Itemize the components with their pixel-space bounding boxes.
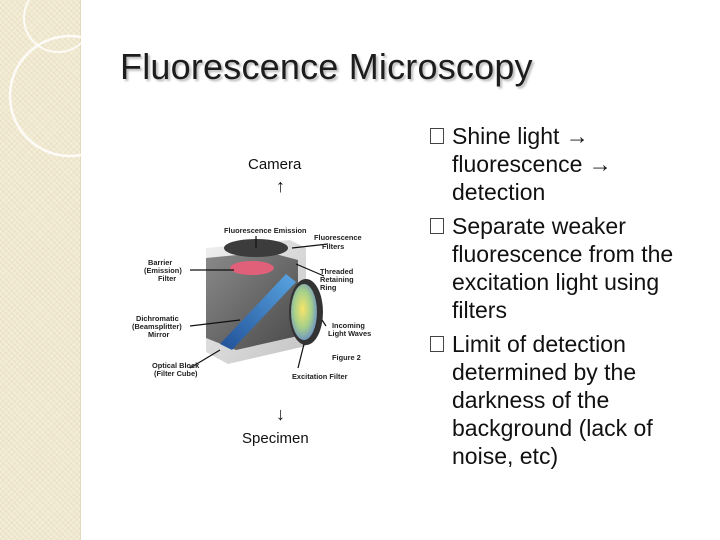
- excitation-filter-disc: [291, 284, 317, 340]
- label-optical-2: (Filter Cube): [154, 369, 198, 378]
- specimen-label: Specimen: [242, 430, 309, 447]
- bullet-text: Separate weaker fluorescence from the ex…: [452, 213, 674, 323]
- square-bullet-icon: [430, 128, 444, 144]
- label-filters-1: Fluorescence: [314, 233, 362, 242]
- bullet-item: Shine light → fluorescence → detection: [428, 122, 710, 206]
- camera-label: Camera: [248, 156, 302, 173]
- label-threaded-2: Retaining: [320, 275, 354, 284]
- square-bullet-icon: [430, 336, 444, 352]
- label-barrier-1: Barrier: [148, 258, 172, 267]
- up-arrow-icon: ↑: [276, 176, 285, 196]
- bullet-list: Shine light → fluorescence → detection S…: [428, 122, 710, 476]
- dichromatic-mirror-beam: [220, 274, 296, 350]
- label-dichromatic-3: Mirror: [148, 330, 169, 339]
- label-filters-2: Filters: [322, 242, 344, 251]
- side-decoration-strip: [0, 0, 81, 540]
- down-arrow-icon: ↓: [276, 404, 285, 424]
- square-bullet-icon: [430, 218, 444, 234]
- label-emission: Fluorescence Emission: [224, 226, 307, 235]
- decorative-circles: [8, 0, 132, 158]
- barrier-filter-disc: [230, 261, 274, 275]
- bullet-item: Separate weaker fluorescence from the ex…: [428, 212, 710, 324]
- label-threaded-3: Ring: [320, 283, 337, 292]
- label-optical-1: Optical Block: [152, 361, 200, 370]
- slide-title: Fluorescence Microscopy: [120, 46, 533, 87]
- label-barrier-3: Filter: [158, 274, 176, 283]
- label-incoming-2: Light Waves: [328, 329, 371, 338]
- bullet-text: Limit of detection determined by the dar…: [452, 331, 653, 469]
- label-dichromatic-1: Dichromatic: [136, 314, 179, 323]
- label-dichromatic-2: (Beamsplitter): [132, 322, 182, 331]
- label-incoming-1: Incoming: [332, 321, 365, 330]
- filter-cube-figure: Fluorescence Emission Fluorescence Filte…: [132, 226, 371, 381]
- cube-dark-interior: [206, 252, 298, 350]
- label-figure-number: Figure 2: [332, 353, 361, 362]
- bullet-text: Shine light → fluorescence → detection: [452, 123, 612, 205]
- bullet-item: Limit of detection determined by the dar…: [428, 330, 710, 470]
- label-excitation: Excitation Filter: [292, 372, 348, 381]
- label-barrier-2: (Emission): [144, 266, 182, 275]
- label-threaded-1: Threaded: [320, 267, 354, 276]
